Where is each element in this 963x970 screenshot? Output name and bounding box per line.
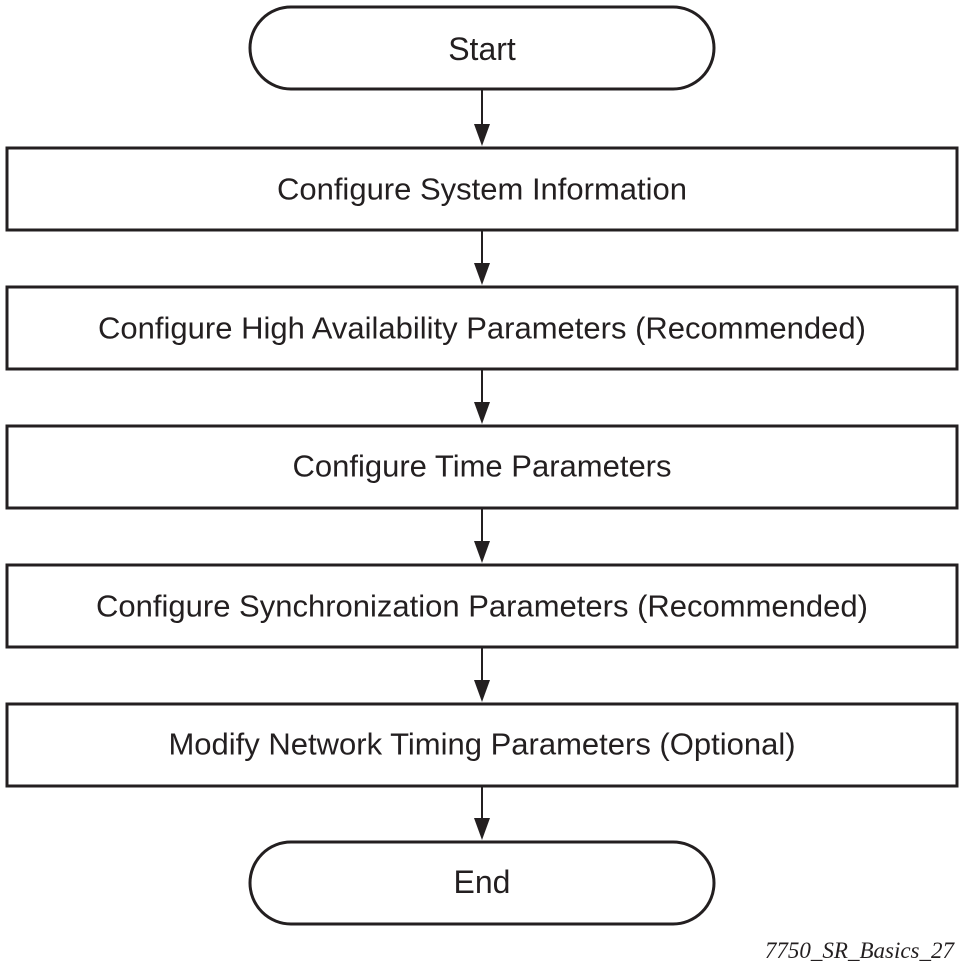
step-box [5,424,959,510]
step-configure-high-availability: Configure High Availability Parameters (… [5,285,959,371]
arrow-step-5-to-end [474,786,490,840]
arrow-step-4-to-step-5 [474,647,490,702]
arrowhead [474,680,490,702]
arrowhead [474,541,490,563]
arrowhead [474,818,490,840]
step-label: Modify Network Timing Parameters (Option… [168,727,795,762]
step-label: Configure High Availability Parameters (… [98,311,866,346]
end-node-shape [248,840,716,926]
arrow-start-to-step-1 [474,89,490,146]
step-configure-synchronization: Configure Synchronization Parameters (Re… [5,563,959,649]
step-box [5,146,959,232]
arrowhead [474,124,490,146]
end-node: End [248,840,716,926]
arrow-step-1-to-step-2 [474,230,490,285]
arrow-step-2-to-step-3 [474,369,490,424]
step-label: Configure Synchronization Parameters (Re… [96,589,868,624]
step-configure-system-information: Configure System Information [5,146,959,232]
arrow-step-3-to-step-4 [474,508,490,563]
end-node-label: End [454,864,511,900]
step-label: Configure Time Parameters [292,449,671,484]
start-node: Start [248,5,716,91]
step-configure-time-parameters: Configure Time Parameters [5,424,959,510]
arrowhead [474,402,490,424]
step-box [5,702,959,788]
step-box [5,563,959,649]
arrowhead [474,263,490,285]
figure-id-caption: 7750_SR_Basics_27 [765,938,956,963]
start-node-label: Start [448,31,516,67]
step-modify-network-timing: Modify Network Timing Parameters (Option… [5,702,959,788]
step-label: Configure System Information [277,172,687,207]
